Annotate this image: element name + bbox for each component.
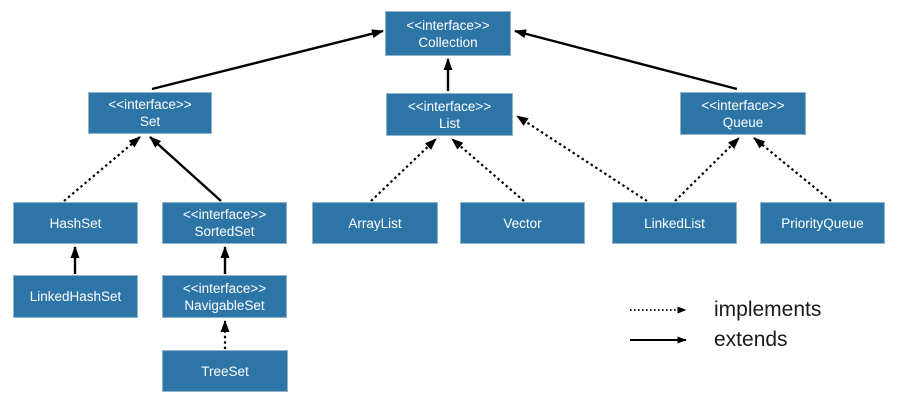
node-hashset: HashSet [13,202,138,244]
node-label: Set [139,114,161,129]
node-linkedlist: LinkedList [612,202,737,244]
node-stereotype: <<interface>> [701,97,785,113]
edge-queue-extends-collection [514,29,738,91]
legend-row-implements: implements [628,295,821,325]
node-label: ArrayList [348,215,402,231]
node-priorityqueue: PriorityQueue [760,202,885,244]
edge-hashset-implements-set [63,136,141,202]
node-stereotype: <<interface>> [182,207,267,222]
node-stereotype: <<interface>> [182,280,267,296]
node-label: SortedSet [194,224,255,239]
edge-priorityqueue-implements-queue [753,137,832,202]
node-sortedset: <<interface>> SortedSet [162,202,287,244]
node-linkedhashset: LinkedHashSet [13,275,138,318]
node-label: LinkedHashSet [29,289,122,304]
edge-linkedlist-implements-list [516,115,648,202]
implements-arrow-icon [630,306,687,314]
edge-sortedset-extends-set [149,136,222,202]
legend-extends-label: extends [714,328,788,351]
edge-linkedlist-implements-queue [674,137,740,202]
node-label: Collection [418,34,478,50]
node-vector: Vector [460,202,585,244]
node-label: LinkedList [644,215,705,231]
edge-arraylist-implements-list [370,138,437,202]
node-stereotype: <<interface>> [406,17,490,33]
node-label: Queue [722,114,764,130]
node-label: NavigableSet [184,297,265,313]
node-arraylist: ArrayList [312,202,438,244]
node-label: List [438,115,460,131]
node-label: HashSet [49,215,102,231]
edge-set-extends-collection [151,29,384,91]
node-label: TreeSet [201,363,249,379]
node-treeset: TreeSet [162,350,288,392]
node-set: <<interface>> Set [88,92,212,134]
node-navigableset: <<interface>>NavigableSet [162,275,287,318]
node-stereotype: <<interface>> [407,98,492,114]
node-stereotype: <<interface>> [108,97,192,112]
node-collection: <<interface>>Collection [385,11,511,56]
node-label: PriorityQueue [781,215,864,231]
legend: implements extends [628,295,821,355]
node-label: Vector [503,215,542,231]
node-queue: <<interface>>Queue [680,92,806,135]
node-list: <<interface>>List [386,93,513,136]
extends-arrow-icon [630,336,687,344]
legend-row-extends: extends [628,325,821,355]
edge-vector-implements-list [451,138,525,202]
legend-implements-label: implements [714,298,822,321]
